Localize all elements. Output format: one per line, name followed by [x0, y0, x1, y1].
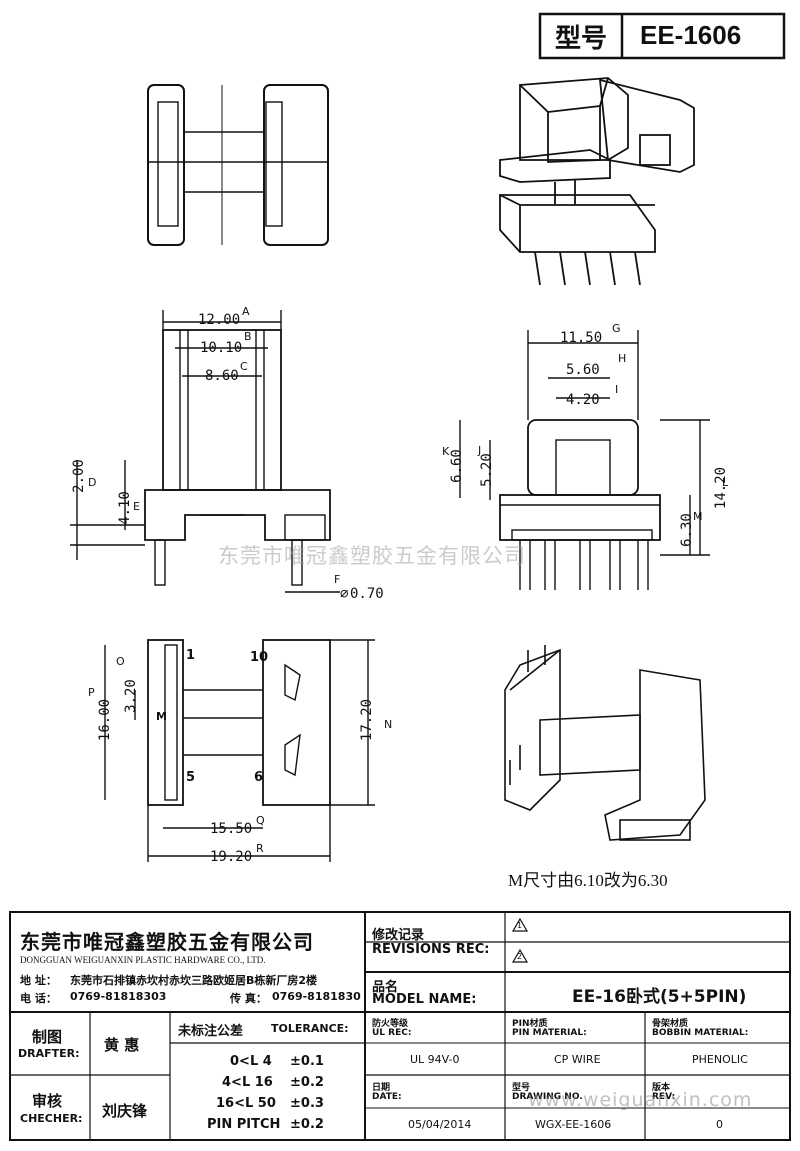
tolerance-value-0: ±0.1	[290, 1054, 324, 1069]
pin-material-label-en: PIN MATERIAL:	[512, 1028, 587, 1038]
dim-b: 10.10	[200, 340, 243, 356]
fax: 0769-8181830	[272, 990, 361, 1003]
revision-2: 2	[517, 952, 523, 961]
tag-f: F	[334, 573, 341, 586]
tolerance-range-1: 4<L 16	[222, 1075, 273, 1090]
drawing-no-label-en: DRAWING NO.	[512, 1092, 583, 1102]
ul-value: UL 94V-0	[410, 1053, 460, 1066]
pin-material-label-cn: PIN材质	[512, 1019, 548, 1029]
model-label: 型号	[555, 24, 608, 54]
tag-k: K	[442, 445, 450, 458]
dim-a: 12.00	[198, 312, 241, 328]
dim-e: 4.10	[116, 491, 133, 525]
revisions-label-cn: 修改记录	[372, 928, 425, 943]
tag-j: J	[478, 444, 482, 457]
dim-p: 16.00	[97, 698, 114, 742]
ul-label-cn: 防火等级	[372, 1019, 409, 1029]
tag-q: Q	[256, 814, 265, 827]
checker-label-en: CHECHER:	[20, 1112, 83, 1125]
dim-f-prefix: ⌀	[340, 586, 349, 602]
drawing-no-value: WGX-EE-1606	[535, 1118, 612, 1131]
drafter-label-cn: 制图	[32, 1028, 63, 1046]
pin-label-6: 6	[254, 770, 264, 785]
revisions-label-en: REVISIONS REC:	[372, 942, 490, 957]
tolerance-value-2: ±0.3	[290, 1096, 324, 1111]
tag-p: P	[88, 686, 95, 699]
dim-r: 19.20	[210, 849, 253, 865]
tag-l: L	[722, 476, 729, 489]
ul-label-en: UL REC:	[372, 1028, 412, 1038]
pin-material-value: CP WIRE	[554, 1053, 601, 1066]
drafter-name: 黄 惠	[104, 1036, 140, 1054]
checker-name: 刘庆锋	[102, 1102, 148, 1120]
fax-label: 传 真：	[230, 992, 267, 1005]
watermark-center: 东莞市唯冠鑫塑胶五金有限公司	[218, 544, 526, 568]
tolerance-title-cn: 未标注公差	[178, 1024, 244, 1039]
tag-d: D	[88, 476, 97, 489]
dim-c: 8.60	[205, 368, 239, 384]
dim-n: 17.20	[359, 698, 376, 742]
rev-label-cn: 版本	[652, 1083, 671, 1093]
checker-label-cn: 审核	[32, 1092, 63, 1110]
tolerance-title-en: TOLERANCE:	[271, 1022, 349, 1035]
tag-h: H	[618, 352, 627, 365]
bobbin-material-label-cn: 骨架材质	[652, 1019, 689, 1029]
tag-n: N	[384, 718, 393, 731]
date-value: 05/04/2014	[408, 1118, 472, 1131]
tag-a: A	[242, 305, 250, 318]
dim-j: 5.20	[478, 453, 495, 487]
address: 东莞市石排镇赤坎村赤坎三路欧姬居B栋新厂房2楼	[70, 974, 318, 987]
phone: 0769-81818303	[70, 990, 167, 1003]
mark-label: M	[156, 710, 167, 723]
dim-k: 6.60	[448, 449, 465, 483]
model-number: EE-1606	[640, 20, 742, 50]
model-name: EE-16卧式(5+5PIN)	[572, 987, 747, 1007]
phone-label: 电 话：	[20, 992, 57, 1005]
rev-value: 0	[716, 1118, 723, 1131]
tag-m: M	[693, 510, 703, 523]
tolerance-value-3: ±0.2	[290, 1117, 324, 1132]
tolerance-range-0: 0<L 4	[230, 1054, 272, 1069]
date-label-en: DATE:	[372, 1092, 402, 1102]
drawing-no-label-cn: 型号	[512, 1083, 531, 1093]
tag-b: B	[244, 330, 252, 343]
tag-r: R	[256, 842, 264, 855]
date-label-cn: 日期	[372, 1083, 391, 1093]
company-name-cn: 东莞市唯冠鑫塑胶五金有限公司	[20, 930, 314, 954]
dim-q: 15.50	[210, 821, 253, 837]
dim-h: 5.60	[566, 362, 600, 378]
tag-o: O	[116, 655, 125, 668]
rev-label-en: REV:	[652, 1092, 676, 1102]
dim-f: 0.70	[350, 586, 384, 602]
model-name-label-cn: 品名	[372, 980, 399, 995]
drafter-label-en: DRAFTER:	[18, 1047, 80, 1060]
dim-g: 11.50	[560, 330, 603, 346]
address-label: 地 址：	[20, 974, 57, 987]
revision-note: M尺寸由6.10改为6.30	[508, 871, 668, 890]
tolerance-range-2: 16<L 50	[216, 1096, 276, 1111]
dim-i: 4.20	[566, 392, 600, 408]
bobbin-material-value: PHENOLIC	[692, 1053, 748, 1066]
tag-i: I	[615, 383, 619, 396]
pin-label-10: 10	[250, 650, 269, 665]
revision-1: 1	[517, 921, 523, 930]
watermark-url: www.weiguanxin.com	[528, 1089, 753, 1111]
tag-g: G	[612, 322, 621, 335]
bobbin-material-label-en: BOBBIN MATERIAL:	[652, 1028, 749, 1038]
pin-label-1: 1	[186, 648, 196, 663]
tolerance-range-3: PIN PITCH	[207, 1117, 281, 1132]
pin-label-5: 5	[186, 770, 196, 785]
dim-d: 2.00	[70, 459, 87, 493]
dim-o: 3.20	[122, 679, 139, 713]
company-name-en: DONGGUAN WEIGUANXIN PLASTIC HARDWARE CO.…	[20, 955, 266, 965]
model-name-label-en: MODEL NAME:	[372, 992, 477, 1007]
tolerance-value-1: ±0.2	[290, 1075, 324, 1090]
tag-c: C	[240, 360, 248, 373]
tag-e: E	[133, 500, 140, 513]
